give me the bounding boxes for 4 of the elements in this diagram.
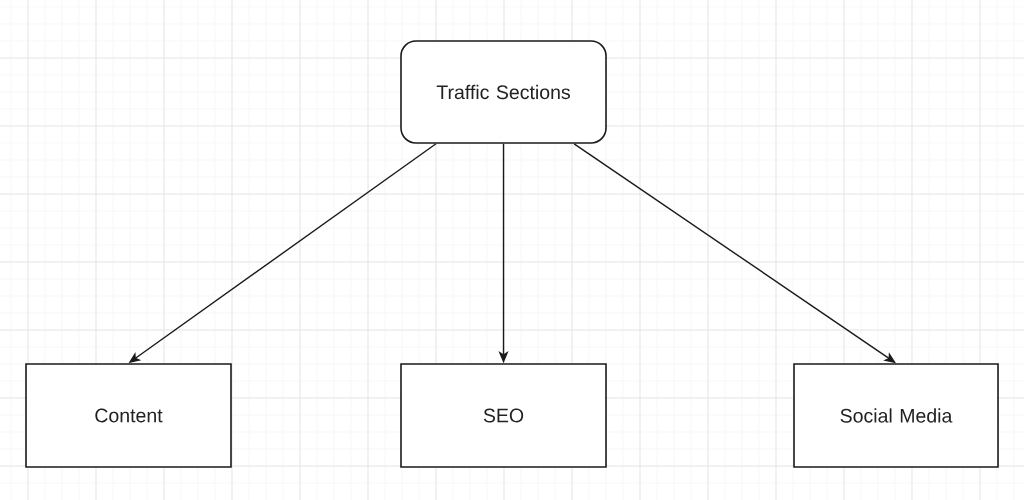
rounded-box: Traffic Sections: [400, 40, 607, 144]
process-box: SEO: [400, 363, 607, 468]
process-box: Content: [25, 363, 232, 468]
process-box: Social Media: [793, 363, 999, 468]
